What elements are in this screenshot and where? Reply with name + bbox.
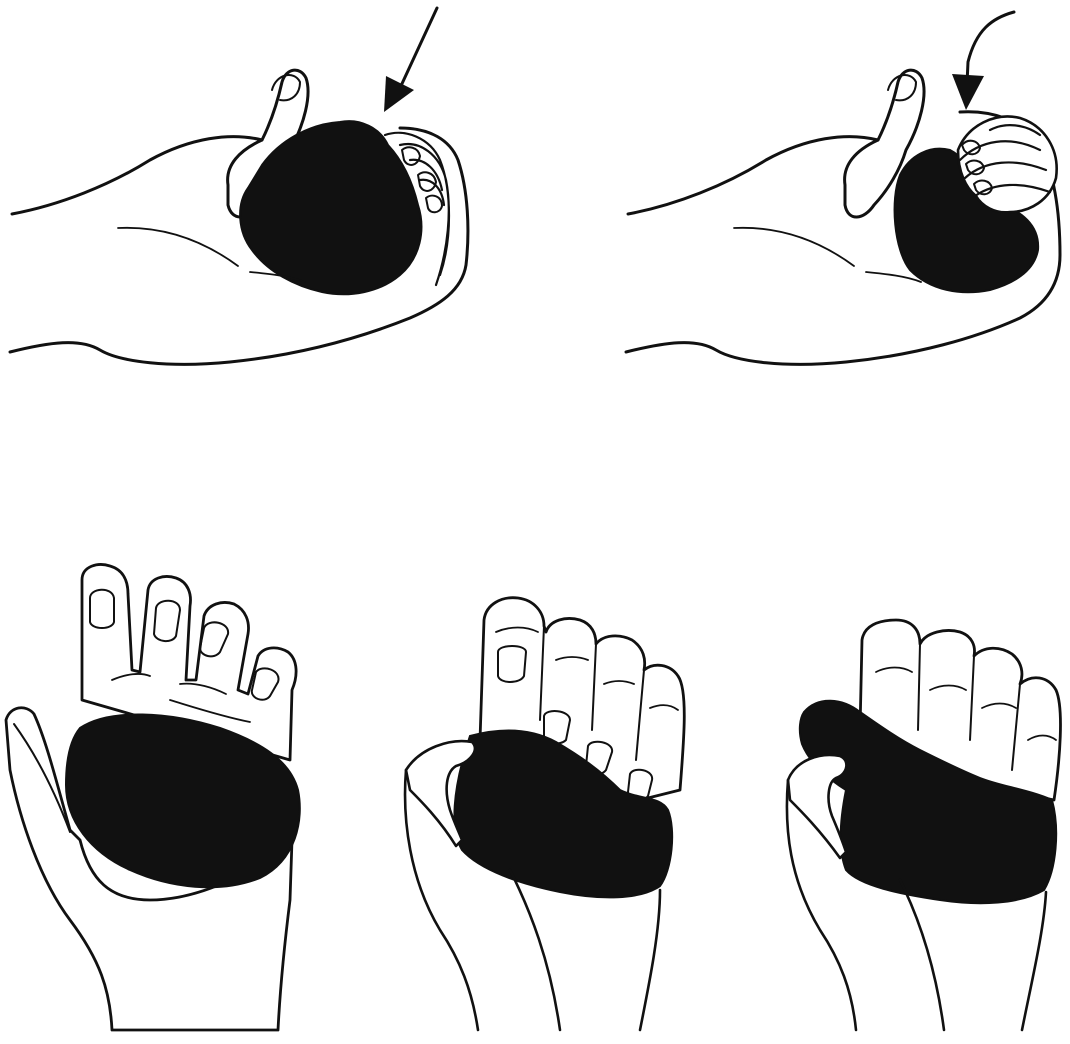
hand-outline-upper — [12, 137, 262, 214]
hand-outline-upper — [628, 137, 878, 214]
panel-fist-thumb-press-putty — [787, 620, 1061, 1030]
thumb — [788, 755, 846, 858]
panel-side-curl-fingers — [626, 12, 1060, 364]
palm-crease — [734, 228, 921, 282]
panel-palm-hold-putty — [6, 565, 300, 1030]
straight-arrow-icon — [384, 8, 437, 112]
panel-side-squeeze-ball — [10, 8, 468, 364]
curved-arrow-icon — [952, 12, 1014, 110]
panel-fist-squeeze-putty — [405, 598, 684, 1030]
